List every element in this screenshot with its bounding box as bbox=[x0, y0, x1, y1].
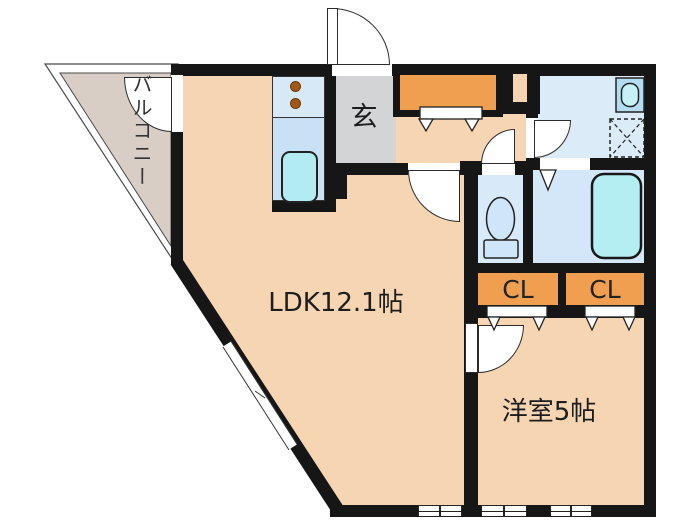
toilet-icon bbox=[483, 239, 519, 259]
room-label-ldk: LDK12.1帖 bbox=[268, 288, 404, 318]
entrance-floor bbox=[336, 76, 396, 163]
diagonal-window-edge bbox=[230, 340, 298, 445]
western-window-icon bbox=[550, 505, 592, 517]
balcony-door-opening bbox=[171, 75, 183, 132]
ldk-window-icon bbox=[418, 505, 462, 517]
toilet-icon bbox=[485, 196, 516, 242]
room-label-closet-left: CL bbox=[502, 275, 534, 304]
wall-hall bbox=[336, 163, 408, 175]
western-room-door-leaf bbox=[465, 323, 478, 373]
closet-left bbox=[478, 273, 558, 305]
kitchen-sink-icon bbox=[281, 151, 318, 203]
toilet-door-opening bbox=[482, 161, 515, 175]
bath-door-opening bbox=[540, 158, 590, 170]
room-label-western: 洋室5帖 bbox=[501, 397, 597, 427]
washing-machine-pan-icon bbox=[609, 118, 645, 158]
wall-closet-divider bbox=[558, 273, 566, 317]
folding-door-icon bbox=[417, 118, 435, 133]
diagonal-window-edge bbox=[222, 346, 290, 451]
closet-left-door bbox=[486, 305, 548, 318]
diagonal-window-tick bbox=[254, 390, 266, 399]
closet-right-door bbox=[584, 305, 636, 318]
closet-right bbox=[566, 273, 644, 305]
bathtub-icon bbox=[590, 172, 643, 260]
folding-door-icon bbox=[486, 316, 502, 332]
folding-door-icon bbox=[531, 316, 547, 332]
room-label-closet-right: CL bbox=[589, 275, 621, 304]
wall-stub bbox=[334, 175, 347, 199]
stove-burner-icon bbox=[290, 98, 301, 109]
wall-kitchen-right bbox=[324, 64, 336, 212]
pipe-space bbox=[513, 74, 527, 102]
wall-right bbox=[644, 64, 656, 517]
diagonal-window bbox=[223, 341, 297, 450]
shoe-cabinet-door bbox=[419, 106, 483, 120]
washing-machine-pan-icon bbox=[609, 118, 645, 158]
western-window-icon bbox=[481, 505, 527, 517]
entrance-door-opening bbox=[332, 64, 392, 76]
bath-door-icon bbox=[539, 169, 557, 192]
room-label-balcony: バルコニー bbox=[129, 74, 153, 189]
folding-door-icon bbox=[584, 316, 600, 332]
wall-wet-bottom bbox=[464, 263, 656, 273]
wall-kitchen-bottom bbox=[272, 200, 336, 212]
room-label-entrance: 玄 bbox=[350, 102, 378, 133]
folding-door-icon bbox=[621, 316, 637, 332]
washing-machine-pan-icon bbox=[609, 118, 645, 158]
washbasin-icon bbox=[620, 82, 640, 108]
stove-burner-icon bbox=[290, 81, 301, 92]
folding-door-icon bbox=[463, 118, 481, 133]
entrance-door-leaf bbox=[327, 8, 338, 65]
wall-toilet-bath bbox=[523, 170, 533, 265]
kitchen-counter bbox=[272, 117, 325, 203]
